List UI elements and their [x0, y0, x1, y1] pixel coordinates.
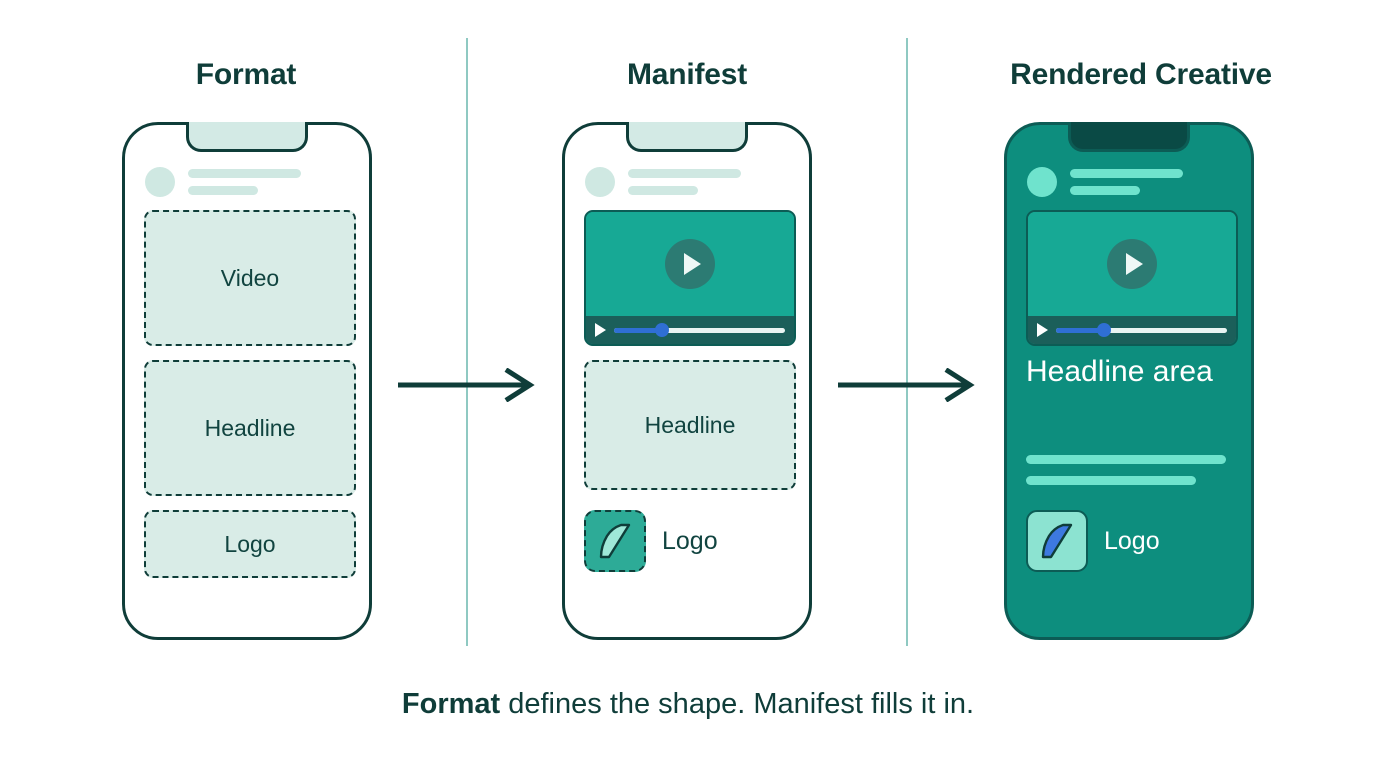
progress-track[interactable] — [614, 323, 785, 337]
phone-notch — [626, 122, 748, 152]
slot-logo-label: Logo — [224, 530, 276, 557]
post-header — [585, 167, 741, 197]
phone-mockup-manifest: Headline Logo — [562, 122, 812, 640]
placeholder-line-short — [1070, 186, 1140, 195]
body-line-2 — [1026, 476, 1196, 485]
header-text-placeholder-lines — [628, 169, 741, 195]
video-controls-bar — [586, 316, 794, 344]
body-copy-lines — [1026, 455, 1226, 485]
slot-headline-label: Headline — [204, 414, 296, 441]
post-header — [145, 167, 301, 197]
caption: Format defines the shape. Manifest fills… — [0, 688, 1376, 721]
logo-tile — [584, 510, 646, 572]
slot-video-label: Video — [220, 264, 280, 291]
video-player-manifest[interactable] — [584, 210, 796, 346]
column-title-manifest: Manifest — [626, 58, 748, 91]
play-button[interactable] — [1107, 239, 1157, 289]
progress-knob[interactable] — [654, 323, 669, 337]
column-divider-1 — [466, 38, 468, 646]
slot-headline: Headline — [144, 360, 356, 496]
caption-rest: defines the shape. Manifest fills it in. — [500, 688, 975, 720]
column-title-format: Format — [195, 58, 297, 91]
play-icon — [684, 253, 701, 275]
arrow-manifest-to-rendered — [837, 367, 978, 407]
caption-bold: Format — [401, 688, 501, 720]
arrow-format-to-manifest — [397, 367, 538, 407]
logo-label: Logo — [1104, 526, 1160, 555]
progress-knob[interactable] — [1096, 323, 1111, 337]
logo-label: Logo — [662, 526, 718, 555]
play-button[interactable] — [665, 239, 715, 289]
progress-track[interactable] — [1056, 323, 1227, 337]
column-title-rendered-creative: Rendered Creative — [1010, 58, 1272, 91]
play-small-icon[interactable] — [595, 323, 606, 337]
avatar — [1027, 167, 1057, 197]
play-small-icon[interactable] — [1037, 323, 1048, 337]
slash-parallelogram-icon — [1041, 523, 1073, 559]
logo-row: Logo — [1026, 510, 1160, 572]
header-text-placeholder-lines — [1070, 169, 1183, 195]
placeholder-line-long — [188, 169, 301, 178]
video-controls-bar — [1028, 316, 1236, 344]
slot-headline-label: Headline — [644, 411, 736, 438]
slash-parallelogram-icon — [599, 523, 631, 559]
body-line-1 — [1026, 455, 1226, 464]
progress-fill — [1056, 327, 1104, 333]
post-header — [1027, 167, 1183, 197]
video-screen — [586, 212, 794, 316]
phone-notch — [186, 122, 308, 152]
video-screen — [1028, 212, 1236, 316]
logo-tile — [1026, 510, 1088, 572]
video-player-rendered[interactable] — [1026, 210, 1238, 346]
phone-mockup-rendered-creative: Headline area Logo — [1004, 122, 1254, 640]
logo-row: Logo — [584, 510, 718, 572]
headline-text: Headline area — [1026, 355, 1213, 388]
slot-headline: Headline — [584, 360, 796, 490]
placeholder-line-short — [188, 186, 258, 195]
progress-fill — [614, 327, 662, 333]
play-icon — [1126, 253, 1143, 275]
placeholder-line-short — [628, 186, 698, 195]
phone-notch — [1068, 122, 1190, 152]
slot-logo: Logo — [144, 510, 356, 578]
avatar — [145, 167, 175, 197]
slot-video: Video — [144, 210, 356, 346]
phone-mockup-format: Video Headline Logo — [122, 122, 372, 640]
placeholder-line-long — [1070, 169, 1183, 178]
avatar — [585, 167, 615, 197]
header-text-placeholder-lines — [188, 169, 301, 195]
placeholder-line-long — [628, 169, 741, 178]
column-divider-2 — [906, 38, 908, 646]
